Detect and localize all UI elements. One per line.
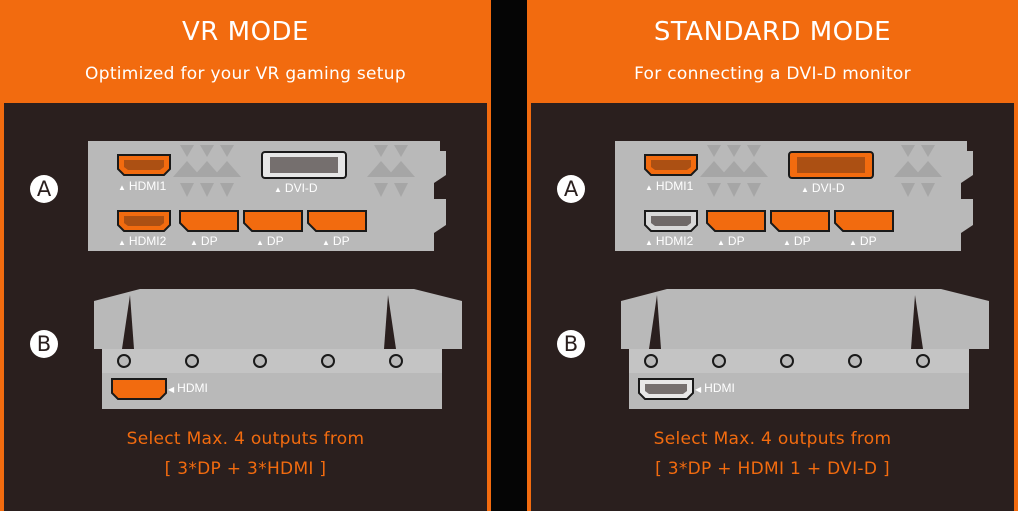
badge-b: B	[557, 330, 585, 358]
front-hdmi-label: ◀HDMI	[168, 381, 208, 395]
vr-mode-io-illustration	[88, 141, 462, 409]
bracket-vent-pattern	[700, 145, 942, 197]
standard-mode-title: STANDARD MODE	[653, 17, 892, 47]
dp1-label: ▲DP	[717, 234, 745, 248]
hdmi1-label: ▲HDMI1	[645, 179, 694, 193]
hdmi1-label: ▲HDMI1	[118, 179, 167, 193]
dp-port-1	[179, 210, 239, 232]
vr-mode-footer-line2: [ 3*DP + 3*HDMI ]	[164, 459, 327, 479]
front-panel-rail	[629, 349, 969, 373]
front-panel-rail	[102, 349, 442, 373]
dp-port-2	[770, 210, 830, 232]
hdmi2-port	[117, 210, 171, 232]
vr-mode-diagram-area: A B ▲HDMI1 ▲DVI-D ▲HDMI2 ▲DP ▲DP ▲DP ◀HD…	[4, 103, 487, 511]
vr-mode-title: VR MODE	[182, 17, 309, 47]
front-panel-screws	[644, 354, 930, 368]
front-panel-top	[621, 289, 989, 349]
standard-mode-panel: STANDARD MODE For connecting a DVI-D mon…	[527, 0, 1018, 511]
vr-mode-panel: VR MODE Optimized for your VR gaming set…	[0, 0, 491, 511]
standard-mode-footer-line2: [ 3*DP + HDMI 1 + DVI-D ]	[655, 459, 890, 479]
standard-mode-footer-line1: Select Max. 4 outputs from	[653, 429, 892, 449]
dvid-port	[788, 151, 874, 179]
front-panel-top	[94, 289, 462, 349]
badge-a: A	[30, 175, 58, 203]
dvid-label: ▲DVI-D	[801, 181, 845, 195]
badge-b: B	[30, 330, 58, 358]
dp3-label: ▲DP	[322, 234, 350, 248]
hdmi2-label: ▲HDMI2	[645, 234, 694, 248]
dp-port-1	[706, 210, 766, 232]
bracket-vent-pattern	[173, 145, 415, 197]
front-panel-screws	[117, 354, 403, 368]
standard-mode-subtitle: For connecting a DVI-D monitor	[634, 64, 911, 84]
front-hdmi-label: ◀HDMI	[695, 381, 735, 395]
hdmi1-port	[644, 154, 698, 176]
dvid-label: ▲DVI-D	[274, 181, 318, 195]
standard-mode-diagram-area: A B ▲HDMI1 ▲DVI-D ▲HDMI2 ▲DP ▲DP ▲DP ◀HD…	[531, 103, 1014, 511]
panel-divider	[491, 0, 527, 511]
hdmi2-label: ▲HDMI2	[118, 234, 167, 248]
dp3-label: ▲DP	[849, 234, 877, 248]
dp1-label: ▲DP	[190, 234, 218, 248]
dp-port-3	[834, 210, 894, 232]
standard-mode-io-illustration	[615, 141, 989, 409]
dp2-label: ▲DP	[256, 234, 284, 248]
vr-mode-footer-line1: Select Max. 4 outputs from	[126, 429, 365, 449]
front-hdmi-port	[111, 378, 167, 400]
dp2-label: ▲DP	[783, 234, 811, 248]
badge-a: A	[557, 175, 585, 203]
dp-port-2	[243, 210, 303, 232]
dp-port-3	[307, 210, 367, 232]
vr-mode-subtitle: Optimized for your VR gaming setup	[85, 64, 406, 84]
hdmi1-port	[117, 154, 171, 176]
